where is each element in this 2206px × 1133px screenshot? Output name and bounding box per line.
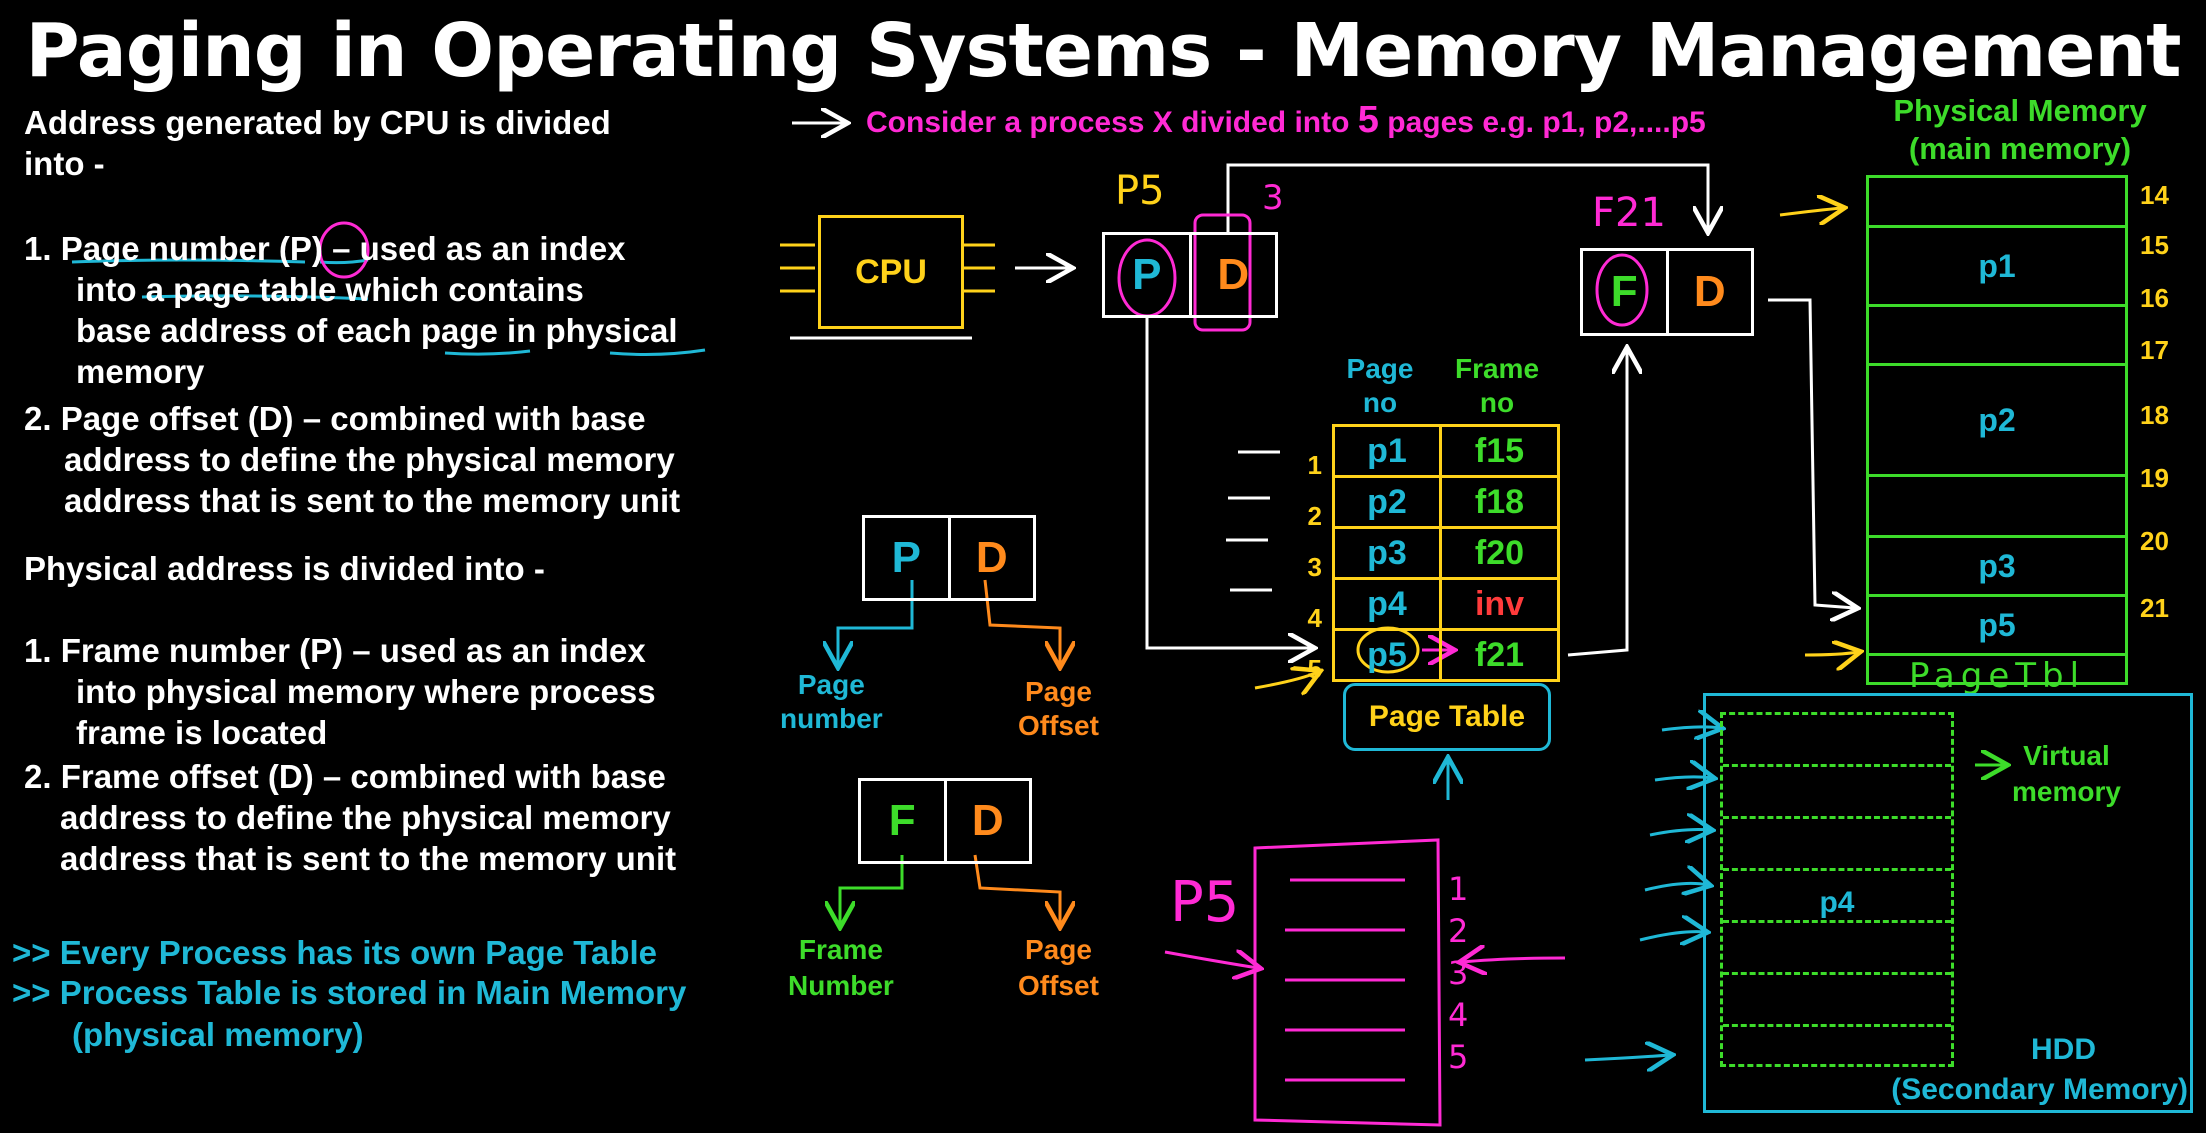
table-row: p2 f18 [1335,478,1557,529]
process-p5-label: P5 [1170,870,1240,935]
memory-frame: p1 [1869,228,2125,307]
page-table-indices: 1 2 3 4 5 [1307,450,1322,684]
page-table-header-frame: Frame no [1454,353,1540,418]
cpu-ticks [780,243,995,293]
hand-p5: P5 [1115,168,1165,214]
page-title: Paging in Operating Systems - Memory Man… [25,8,2182,94]
logical-d-cell: D [1188,235,1276,315]
frame-number-label: Frame Number [788,934,894,1001]
table-row: p3 f20 [1335,529,1557,580]
hdd-page-p4: p4 [1723,871,1951,923]
virtual-memory-label: Virtual memory [2012,740,2121,807]
memory-frame: p3 [1869,538,2125,597]
intro-physical-address: Physical address is divided into - [24,550,545,587]
table-row: p5 f21 [1335,631,1557,679]
hdd-block [1703,693,2193,1113]
consider-statement: Consider a process X divided into 5 page… [866,99,1706,141]
table-row: p1 f15 [1335,427,1557,478]
note-physical-memory: (physical memory) [72,1016,364,1053]
page-table-header-page: Page no [1346,353,1414,418]
physical-d-cell: D [1665,251,1752,333]
virtual-memory-block: p4 [1720,712,1954,1067]
memory-frame: p5 [1869,597,2125,656]
page-table: p1 f15 p2 f18 p3 f20 p4 inv p5 f21 [1332,424,1560,682]
note-own-page-table: >> Every Process has its own Page Table [12,934,658,971]
physical-address-box: F D [1580,248,1754,336]
table-row: p4 inv [1335,580,1557,631]
process-p5-block [1164,838,1566,1127]
pd-legend-box: P D [862,515,1036,601]
item-frame-offset: 2. Frame offset (D) – combined with base… [24,758,677,877]
intro-address-cpu: Address generated by CPU is divided into… [24,104,611,182]
logical-address-box: P D [1102,232,1278,318]
process-p5-numbers: 1 2 3 4 5 [1448,870,1469,1076]
page-offset-label-2: Page Offset [1018,934,1099,1001]
item-page-offset: 2. Page offset (D) – combined with base … [24,400,681,519]
memory-frame [1869,477,2125,538]
page-number-label: Page number [780,669,883,734]
page-table-caption: Page Table [1343,683,1551,751]
hand-f21: F21 [1592,190,1666,236]
fd-legend-box: F D [858,778,1032,864]
note-process-table-main-memory: >> Process Table is stored in Main Memor… [12,974,687,1011]
physical-memory-title: Physical Memory (main memory) [1893,93,2147,166]
memory-frame [1869,307,2125,366]
memory-frame: p2 [1869,366,2125,477]
logical-p-cell: P [1132,250,1162,299]
cpu-box: CPU [818,215,964,329]
page-offset-label: Page Offset [1018,676,1099,741]
item-frame-number: 1. Frame number (P) – used as an index i… [24,632,656,751]
item-page-number: 1. Page number (P) – used as an index in… [24,230,678,390]
hand-3: 3 [1262,178,1284,218]
memory-frame [1869,178,2125,228]
hdd-label: HDD (Secondary Memory) [1891,1033,2188,1106]
physical-memory-block: p1 p2 p3 p5 PageTbl [1866,175,2128,696]
page-table-hand-label: PageTbl [1908,656,2086,696]
physical-f-cell: F [1610,267,1638,316]
